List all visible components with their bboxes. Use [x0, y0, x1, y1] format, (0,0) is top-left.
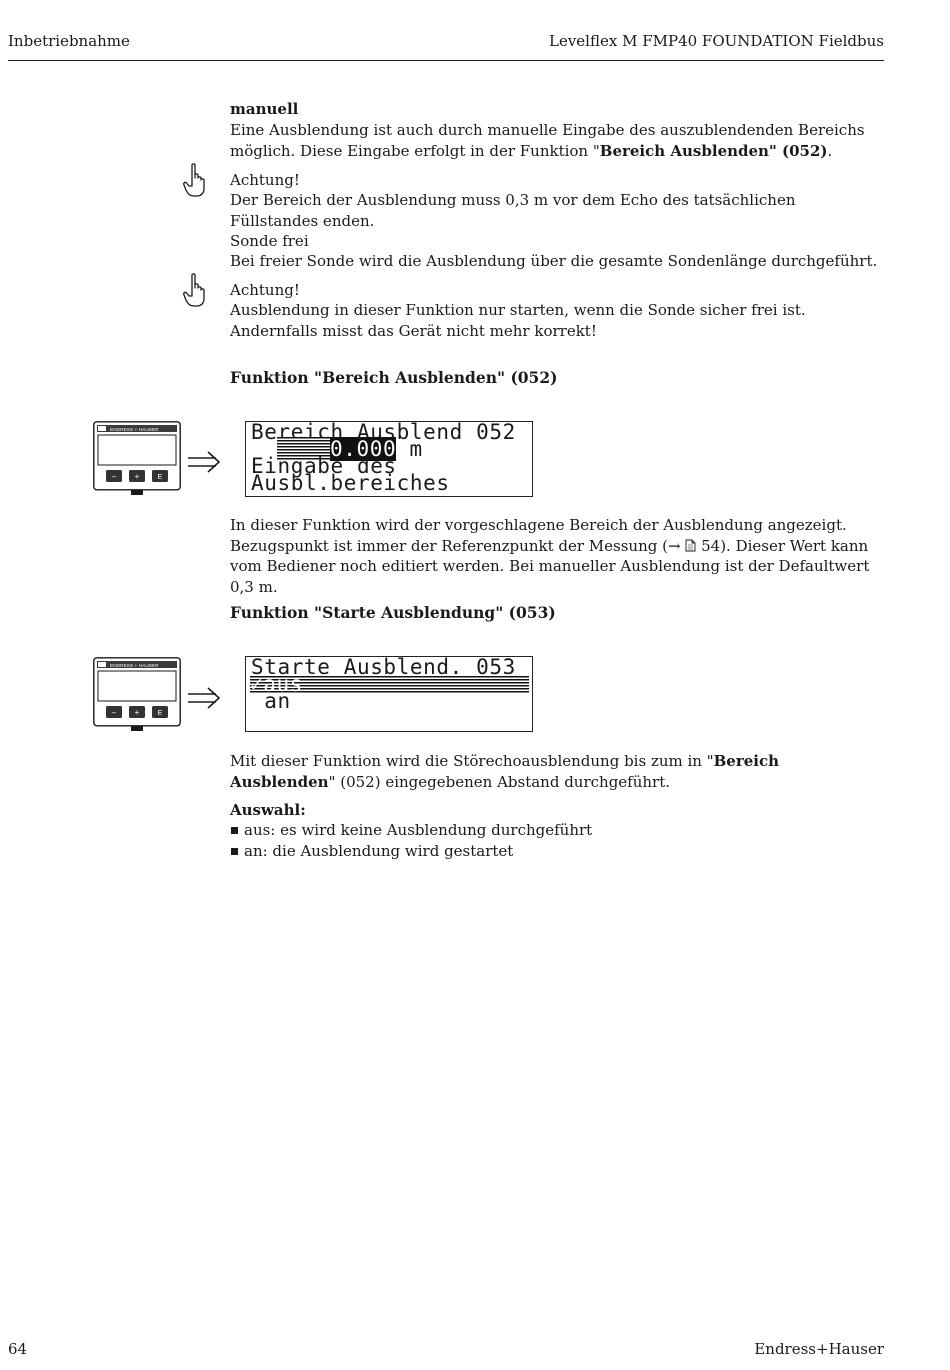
- func-052-desc-2: ). Dieser Wert kann vom Bediener noch ed…: [230, 536, 870, 596]
- caution-2-title: Achtung!: [230, 281, 300, 299]
- func-052-heading: Funktion "Bereich Ausblenden" (052): [230, 368, 558, 387]
- double-arrow-icon: [188, 451, 221, 473]
- probe-free-title: Sonde frei: [230, 232, 309, 250]
- device-key-plus: +: [135, 708, 140, 717]
- choice-list: aus: es wird keine Ausblendung durchgefü…: [230, 820, 885, 861]
- right-arrow-icon: →: [667, 536, 681, 555]
- page-icon: [685, 539, 696, 551]
- lcd-053-line-1: Starte Ausblend. 053: [251, 656, 516, 679]
- device-key-minus: –: [112, 708, 117, 717]
- page-number: 64: [8, 1340, 28, 1358]
- caution-1-title: Achtung!: [230, 171, 300, 189]
- lcd-display-052: Bereich Ausblend 052 0.000 m Eingabe des…: [245, 421, 533, 497]
- caution-2-text: Ausblendung in dieser Funktion nur start…: [230, 301, 806, 340]
- list-item: aus: es wird keine Ausblendung durchgefü…: [230, 820, 885, 841]
- lcd-053-option-2[interactable]: an: [251, 689, 291, 713]
- probe-free-text: Bei freier Sonde wird die Ausblendung üb…: [230, 252, 878, 270]
- func-053-desc-2: " (052) eingegebenen Abstand durchgeführ…: [328, 772, 671, 791]
- choice-label: Auswahl:: [230, 801, 306, 819]
- device-brand-label: ENDRESS + HAUSER: [110, 663, 159, 669]
- lcd-053-option-selected[interactable]: ✓aus: [250, 674, 529, 695]
- double-arrow-icon: [188, 687, 221, 709]
- func-052-description: In dieser Funktion wird der vorgeschlage…: [230, 515, 885, 597]
- func-052-page-ref[interactable]: 54: [701, 536, 721, 555]
- lcd-053-option-selected-label: ✓aus: [250, 672, 303, 696]
- lcd-display-053: Starte Ausblend. 053 ✓aus an: [245, 656, 533, 732]
- lcd-052-value: 0.000: [329, 437, 397, 461]
- list-item: an: die Ausblendung wird gestartet: [230, 841, 885, 862]
- lcd-052-line-2: 0.000 m: [277, 437, 423, 461]
- device-brand-label: ENDRESS + HAUSER: [110, 427, 159, 433]
- manual-text-bold: Bereich Ausblenden" (052): [599, 141, 828, 160]
- manual-text: Eine Ausblendung ist auch durch manuelle…: [230, 120, 885, 161]
- header-product: Levelflex M FMP40 FOUNDATION Fieldbus: [548, 32, 884, 50]
- lcd-052-line-4: Ausbl.bereiches: [251, 471, 450, 495]
- header-section: Inbetriebnahme: [8, 32, 130, 50]
- device-key-minus: –: [112, 472, 117, 481]
- lcd-052-unit: m: [409, 437, 423, 461]
- caution-1-text: Der Bereich der Ausblendung muss 0,3 m v…: [230, 191, 796, 230]
- manual-text-1: Eine Ausblendung ist auch durch manuelle…: [230, 121, 865, 160]
- func-053-desc-1: Mit dieser Funktion wird die Störechoaus…: [230, 752, 714, 770]
- lcd-052-line-3: Eingabe des: [251, 454, 397, 478]
- device-key-plus: +: [135, 472, 140, 481]
- manual-title: manuell: [230, 100, 299, 118]
- func-053-desc-bold: Bereich Ausblenden: [230, 752, 780, 791]
- pointing-hand-icon: [183, 163, 205, 197]
- func-052-desc-1: In dieser Funktion wird der vorgeschlage…: [230, 516, 847, 555]
- header-rule: [8, 60, 884, 61]
- pointing-hand-icon: [183, 273, 205, 307]
- device-key-e: E: [158, 474, 163, 481]
- device-display-drawing: ENDRESS + HAUSER – + E: [93, 657, 181, 731]
- device-display-drawing: ENDRESS + HAUSER – + E: [93, 421, 181, 495]
- func-053-description: Mit dieser Funktion wird die Störechoaus…: [230, 751, 885, 792]
- device-key-e: E: [158, 710, 163, 717]
- func-053-heading: Funktion "Starte Ausblendung" (053): [230, 603, 556, 622]
- manual-text-2: .: [827, 141, 833, 160]
- footer-brand: Endress+Hauser: [754, 1340, 884, 1358]
